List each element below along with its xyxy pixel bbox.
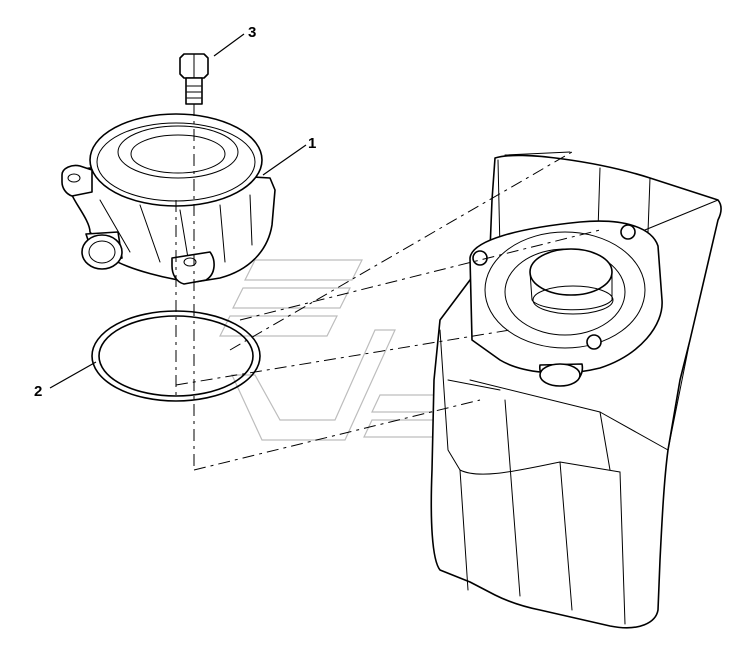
callout-1: 1 (308, 135, 316, 152)
hex-bolt (179, 53, 209, 105)
callout-2: 2 (34, 383, 42, 400)
callout-3: 3 (248, 24, 256, 41)
assembly-lines (175, 104, 601, 471)
callout-leaders (49, 33, 307, 389)
pump-body (430, 151, 722, 629)
cover-housing (61, 113, 276, 285)
